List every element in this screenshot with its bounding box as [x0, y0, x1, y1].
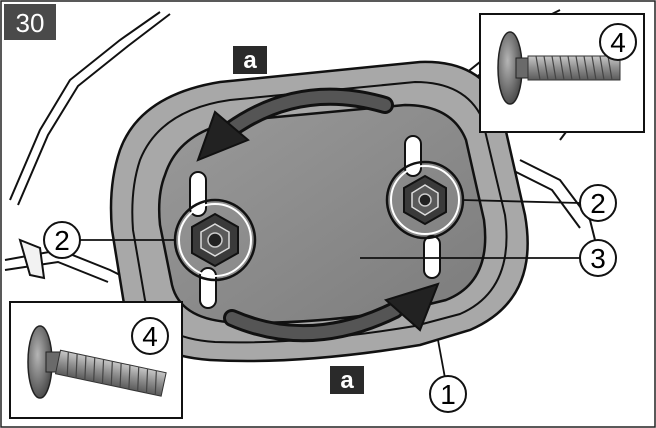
rotation-label-top-text: a	[243, 47, 257, 74]
inset-top-callout-text: 4	[610, 27, 626, 58]
rotation-label-top: a	[233, 46, 267, 74]
slot-right-lower	[423, 235, 441, 279]
callout-bolt-left-text: 2	[54, 225, 70, 256]
inset-bottom-left: 4	[9, 301, 183, 419]
callout-plate: 3	[579, 239, 617, 277]
rotation-label-bottom-text: a	[340, 367, 354, 394]
callout-bolt-right-text: 2	[590, 188, 606, 219]
figure-number-badge: 30	[4, 4, 56, 40]
figure-number-text: 30	[16, 8, 45, 38]
bolt-right	[385, 160, 465, 240]
rotation-arrow-bottom	[223, 282, 440, 343]
carriage-bolt-icon	[27, 325, 167, 399]
callout-housing: 1	[429, 375, 467, 413]
leader-lines	[80, 199, 581, 379]
callout-plate-text: 3	[590, 243, 606, 274]
rotation-label-bottom: a	[330, 366, 364, 394]
callout-bolt-right: 2	[579, 184, 617, 222]
bolt-left	[173, 198, 257, 282]
callout-bolt-left: 2	[43, 221, 81, 259]
inset-top-right: 4	[479, 13, 645, 133]
rotation-arrow-top	[196, 87, 394, 162]
carriage-bolt-icon	[497, 31, 621, 105]
inset-bottom-callout-text: 4	[142, 321, 158, 352]
callout-housing-text: 1	[440, 379, 456, 410]
